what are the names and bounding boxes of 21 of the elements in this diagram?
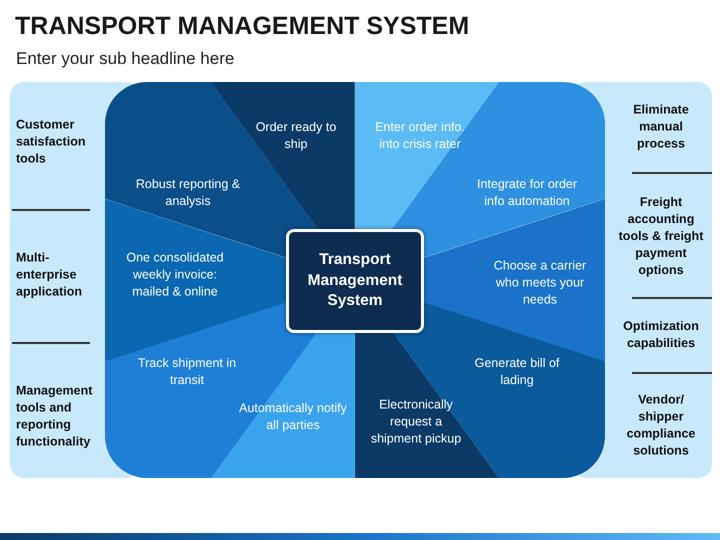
side-text: Optimization capabilities	[616, 318, 706, 352]
segment-text: Track shipment in transit	[137, 355, 237, 389]
segment-text: Robust reporting & analysis	[134, 176, 242, 210]
center-box	[286, 229, 424, 333]
segment-text: One consolidated weekly invoice: mailed & online	[125, 250, 225, 300]
center-text: Transport Management System	[306, 250, 404, 312]
segment-text: Order ready to ship	[254, 119, 338, 153]
side-text: Eliminate manual process	[616, 102, 706, 152]
side-text: Multi-enterprise application	[16, 250, 106, 300]
side-text: Vendor/ shipper compliance solutions	[616, 391, 706, 459]
side-text: Management tools and reporting functionality	[16, 382, 106, 450]
side-text: Customer satisfaction tools	[16, 116, 106, 168]
title: TRANSPORT MANAGEMENT SYSTEM	[15, 12, 470, 41]
segment-text: Integrate for order info automation	[476, 176, 578, 210]
segment-text: Automatically notify all parties	[238, 400, 348, 434]
segment-text: Choose a carrier who meets your needs	[492, 258, 588, 308]
segment-text: Generate bill of lading	[474, 355, 560, 389]
side-text: Freight accounting tools & freight payment options	[616, 194, 706, 278]
segment-text: Electronically request a shipment pickup	[370, 396, 462, 448]
segment-text: Enter order info. into crisis rater	[374, 119, 466, 153]
subtitle: Enter your sub headline here	[16, 49, 234, 69]
